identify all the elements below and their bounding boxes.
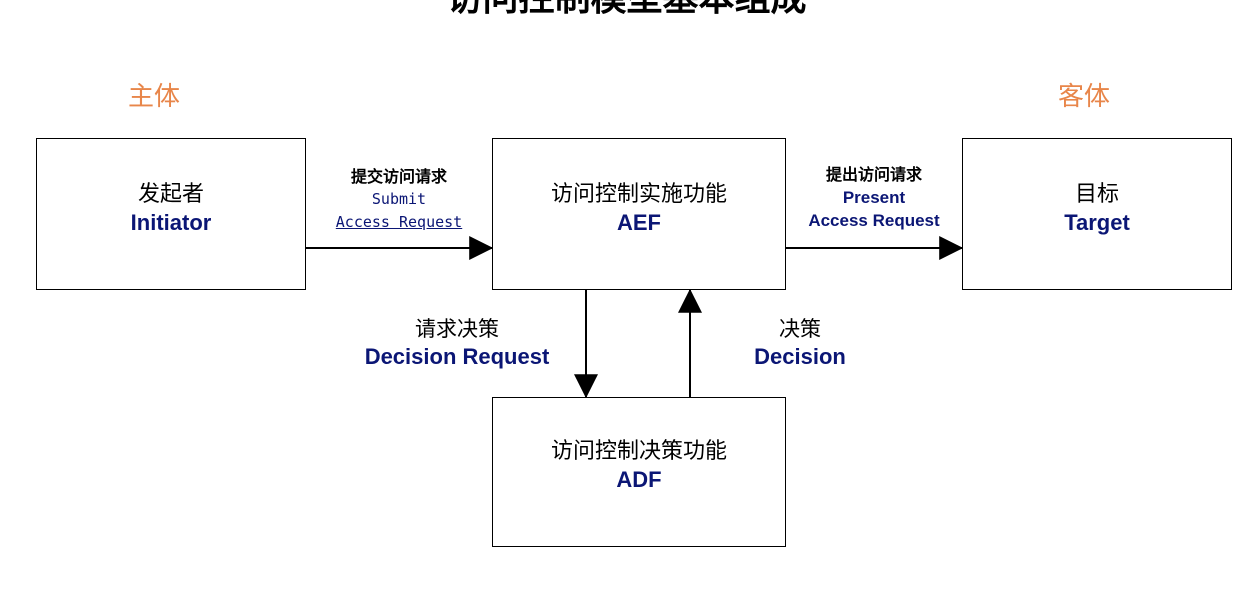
present-edge-label: 提出访问请求 Present Access Request bbox=[786, 164, 962, 232]
decision-edge-label: 决策 Decision bbox=[730, 316, 870, 371]
adf-label-en: ADF bbox=[616, 467, 662, 492]
decision-request-edge-label: 请求决策 Decision Request bbox=[346, 316, 568, 371]
decision-label-zh: 决策 bbox=[779, 317, 821, 341]
adf-box: 访问控制决策功能 ADF bbox=[492, 397, 786, 547]
initiator-label-en: Initiator bbox=[130, 210, 212, 235]
submit-edge-label: 提交访问请求 Submit Access Request bbox=[306, 166, 492, 234]
aef-label-en: AEF bbox=[617, 210, 661, 235]
subject-role-label: 主体 bbox=[128, 82, 181, 112]
present-label-en-line2: Access Request bbox=[808, 211, 940, 230]
object-role-label: 客体 bbox=[1058, 82, 1111, 112]
submit-label-en-line1: Submit bbox=[371, 190, 427, 208]
aef-label-zh: 访问控制实施功能 bbox=[550, 182, 727, 207]
decision-label-en: Decision bbox=[754, 344, 846, 369]
submit-label-zh: 提交访问请求 bbox=[350, 167, 447, 186]
submit-label-en-line2: Access Request bbox=[335, 213, 463, 231]
present-label-zh: 提出访问请求 bbox=[825, 165, 922, 184]
present-label-en-line1: Present bbox=[842, 188, 906, 207]
diagram-title-region: 访问控制模型基本组成 bbox=[0, 0, 1253, 18]
initiator-label-zh: 发起者 bbox=[137, 182, 204, 207]
target-box: 目标 Target bbox=[962, 138, 1232, 290]
diagram-title: 访问控制模型基本组成 bbox=[0, 0, 1253, 18]
target-label-zh: 目标 bbox=[1074, 182, 1119, 207]
initiator-box: 发起者 Initiator bbox=[36, 138, 306, 290]
decision-request-label-en: Decision Request bbox=[364, 344, 550, 369]
decision-request-label-zh: 请求决策 bbox=[415, 317, 499, 341]
aef-box: 访问控制实施功能 AEF bbox=[492, 138, 786, 290]
adf-label-zh: 访问控制决策功能 bbox=[550, 439, 727, 464]
target-label-en: Target bbox=[1064, 210, 1130, 235]
